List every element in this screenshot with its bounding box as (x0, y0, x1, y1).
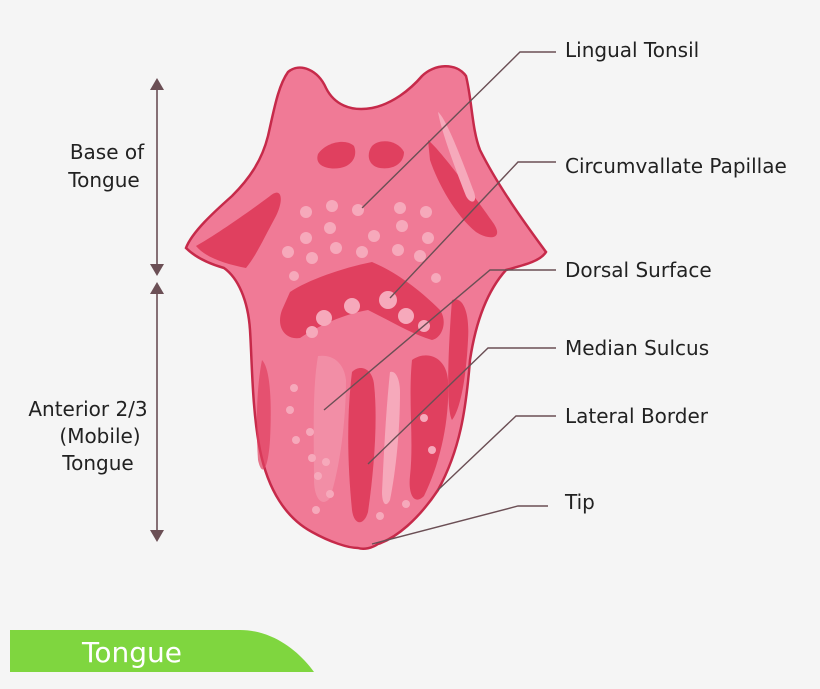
leader-dot-lingual-tonsil (357, 207, 363, 213)
median-sulcus-shade (348, 368, 376, 523)
left-edge-shade (256, 360, 271, 470)
label-base-line1: Base of (70, 140, 145, 164)
right-edge-shade (448, 299, 469, 420)
left-lateral-shade (313, 355, 346, 502)
label-anterior-line1: Anterior 2/3 (28, 397, 147, 421)
leader-lingual-tonsil (359, 51, 556, 211)
left-upper-shade (196, 192, 281, 268)
median-sulcus-highlight (382, 371, 400, 505)
leader-lines (323, 51, 556, 545)
label-tip: Tip (564, 490, 595, 514)
leader-median-sulcus (367, 347, 556, 465)
label-anterior-line2: (Mobile) (59, 424, 140, 448)
label-dorsal-surface: Dorsal Surface (565, 258, 712, 282)
tonsil-right (368, 141, 404, 169)
right-upper-shade (428, 140, 498, 238)
banner-title: Tongue (81, 636, 182, 669)
label-anterior-line3: Tongue (61, 451, 133, 475)
base-bracket-arrow (150, 78, 164, 276)
leader-tip (371, 505, 548, 545)
label-lateral-border: Lateral Border (565, 404, 709, 428)
leader-dorsal-surface (323, 269, 556, 411)
leader-circumvallate (389, 161, 556, 299)
anterior-bracket-arrow (150, 282, 164, 542)
label-base-line2: Tongue (67, 168, 139, 192)
label-median-sulcus: Median Sulcus (565, 336, 709, 360)
tonsil-left (317, 141, 356, 169)
label-lingual-tonsil: Lingual Tonsil (565, 38, 699, 62)
label-circumvallate-papillae: Circumvallate Papillae (565, 154, 787, 178)
title-banner (10, 630, 314, 672)
leader-lateral-border (437, 415, 556, 491)
right-lateral-shade (409, 355, 449, 500)
right-upper-highlight (438, 112, 476, 202)
